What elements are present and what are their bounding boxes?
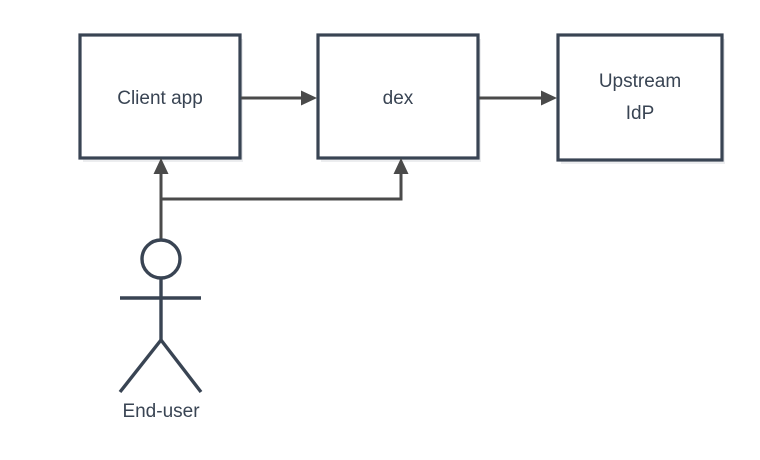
node-client-app[interactable]: Client app bbox=[78, 33, 242, 160]
client-app-label: Client app bbox=[117, 88, 203, 109]
edge-dex-to-upstream-idp-arrowhead bbox=[541, 90, 557, 106]
edge-end-user-to-dex-line bbox=[161, 172, 403, 201]
actor-head-icon bbox=[140, 238, 182, 280]
edge-client-app-to-dex[interactable] bbox=[241, 90, 317, 106]
actor-end-user[interactable]: End-user bbox=[118, 238, 203, 422]
edge-end-user-to-client-app[interactable] bbox=[153, 158, 169, 240]
edge-end-user-to-dex[interactable] bbox=[161, 158, 409, 201]
client-app-box[interactable] bbox=[78, 33, 242, 160]
edge-dex-to-upstream-idp[interactable] bbox=[479, 90, 557, 106]
upstream-idp-box[interactable] bbox=[556, 33, 724, 162]
node-dex[interactable]: dex bbox=[316, 33, 480, 160]
edge-end-user-to-client-app-arrowhead bbox=[153, 158, 169, 174]
upstream-idp-label-line1: Upstream bbox=[599, 71, 681, 92]
edge-client-app-to-dex-arrowhead bbox=[301, 90, 317, 106]
actor-end-user-label: End-user bbox=[122, 401, 200, 422]
node-upstream-idp[interactable]: Upstream IdP bbox=[556, 33, 724, 162]
dex-label: dex bbox=[383, 88, 414, 109]
edge-end-user-to-dex-arrowhead bbox=[393, 158, 409, 174]
actor-leg-left-line bbox=[118, 338, 163, 394]
upstream-idp-label-line2: IdP bbox=[626, 103, 655, 124]
dex-box[interactable] bbox=[316, 33, 480, 160]
actor-leg-right-line bbox=[159, 338, 203, 394]
